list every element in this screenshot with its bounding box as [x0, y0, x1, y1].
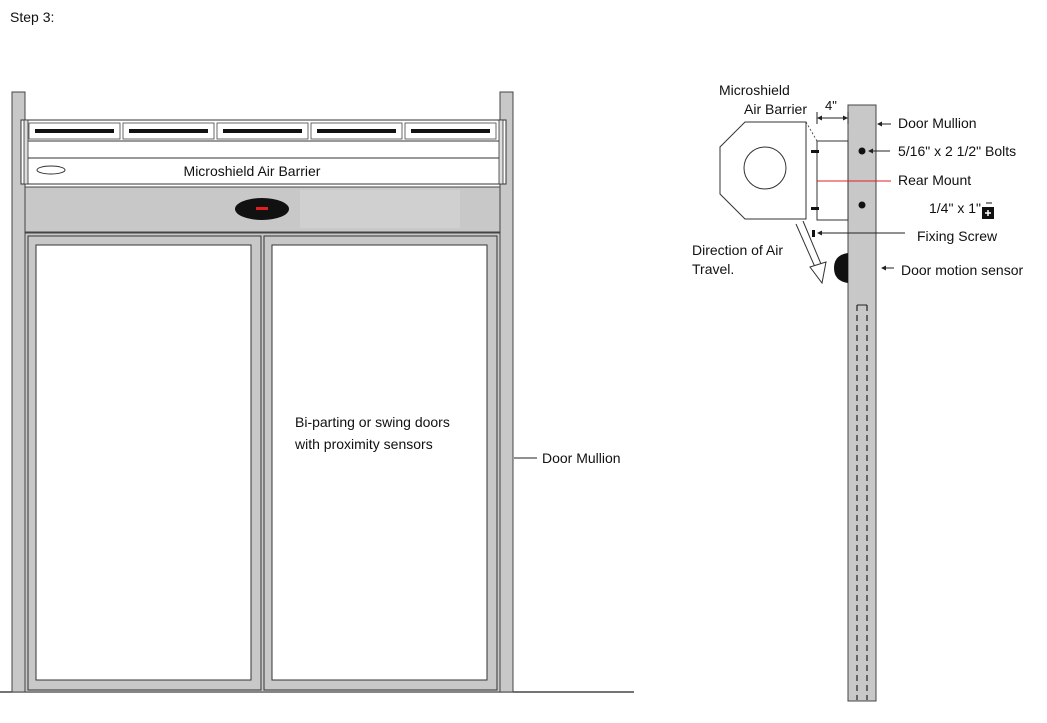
- control-panel-oval: [36, 165, 66, 175]
- header-panel-shade: [300, 190, 460, 228]
- fixing-screw: [812, 230, 815, 237]
- vent-slot: [35, 129, 114, 133]
- air-arrow-shaft: [795, 223, 816, 268]
- side-mullion-label: Door Mullion: [898, 115, 977, 131]
- right-door-glass: [271, 244, 488, 681]
- blower-wheel: [743, 146, 787, 190]
- sensor-arrow: [881, 265, 886, 271]
- mounting-bolt: [858, 201, 866, 209]
- vent-slot: [129, 129, 208, 133]
- left-door-glass: [35, 244, 252, 681]
- clearance-dimension-label: 4": [825, 98, 837, 113]
- door-motion-sensor: [834, 253, 848, 283]
- door-caption-line1: Bi-parting or swing doors: [295, 414, 450, 430]
- air-arrow-shaft: [802, 220, 822, 265]
- air-barrier-end-cap-right: [498, 119, 504, 185]
- vent-slot: [411, 129, 490, 133]
- air-barrier-label: Microshield Air Barrier: [184, 163, 321, 179]
- dimension-arrow-right: [843, 115, 848, 121]
- front-view: Microshield Air Barrier Bi-parting or sw…: [0, 91, 634, 693]
- bracket-link-line: [805, 121, 818, 142]
- step-label: Step 3:: [10, 9, 54, 25]
- front-mullion-label: Door Mullion: [542, 450, 621, 466]
- fixing-screw-label: Fixing Screw: [917, 228, 998, 244]
- bolts-arrow: [868, 148, 873, 154]
- air-barrier-vents: [28, 122, 497, 140]
- screw-size-label: 1/4" x 1": [929, 200, 981, 216]
- fixing-screw-arrow: [817, 230, 822, 236]
- side-view: 4" Microshield Air Barrier Door Mullion …: [692, 82, 1024, 702]
- dimension-arrow-left: [817, 115, 822, 121]
- bolts-label: 5/16" x 2 1/2" Bolts: [898, 143, 1016, 159]
- bracket-clip: [811, 207, 819, 210]
- vent-slot: [317, 129, 396, 133]
- side-air-barrier-label-line1: Microshield: [719, 82, 790, 98]
- air-direction-label-line1: Direction of Air: [692, 242, 783, 258]
- air-barrier-end-cap-left: [23, 119, 29, 185]
- air-direction-arrow: [795, 220, 827, 285]
- air-arrow-head: [809, 261, 827, 285]
- bracket-clip: [811, 150, 819, 153]
- sensor-label: Door motion sensor: [901, 262, 1024, 278]
- side-mullion-post: [847, 104, 877, 702]
- side-mullion-arrow: [877, 121, 882, 127]
- mounting-bolt: [858, 147, 866, 155]
- screw-size-marker: [982, 202, 994, 219]
- sensor-indicator-light: [256, 207, 268, 210]
- side-air-barrier-label-line2: Air Barrier: [744, 101, 807, 117]
- rear-mount-label: Rear Mount: [898, 172, 971, 188]
- vent-slot: [223, 129, 302, 133]
- door-caption-line2: with proximity sensors: [294, 436, 433, 452]
- air-barrier-unit: Microshield Air Barrier: [20, 119, 507, 185]
- air-direction-label-line2: Travel.: [692, 261, 734, 277]
- proximity-sensor: [235, 198, 289, 220]
